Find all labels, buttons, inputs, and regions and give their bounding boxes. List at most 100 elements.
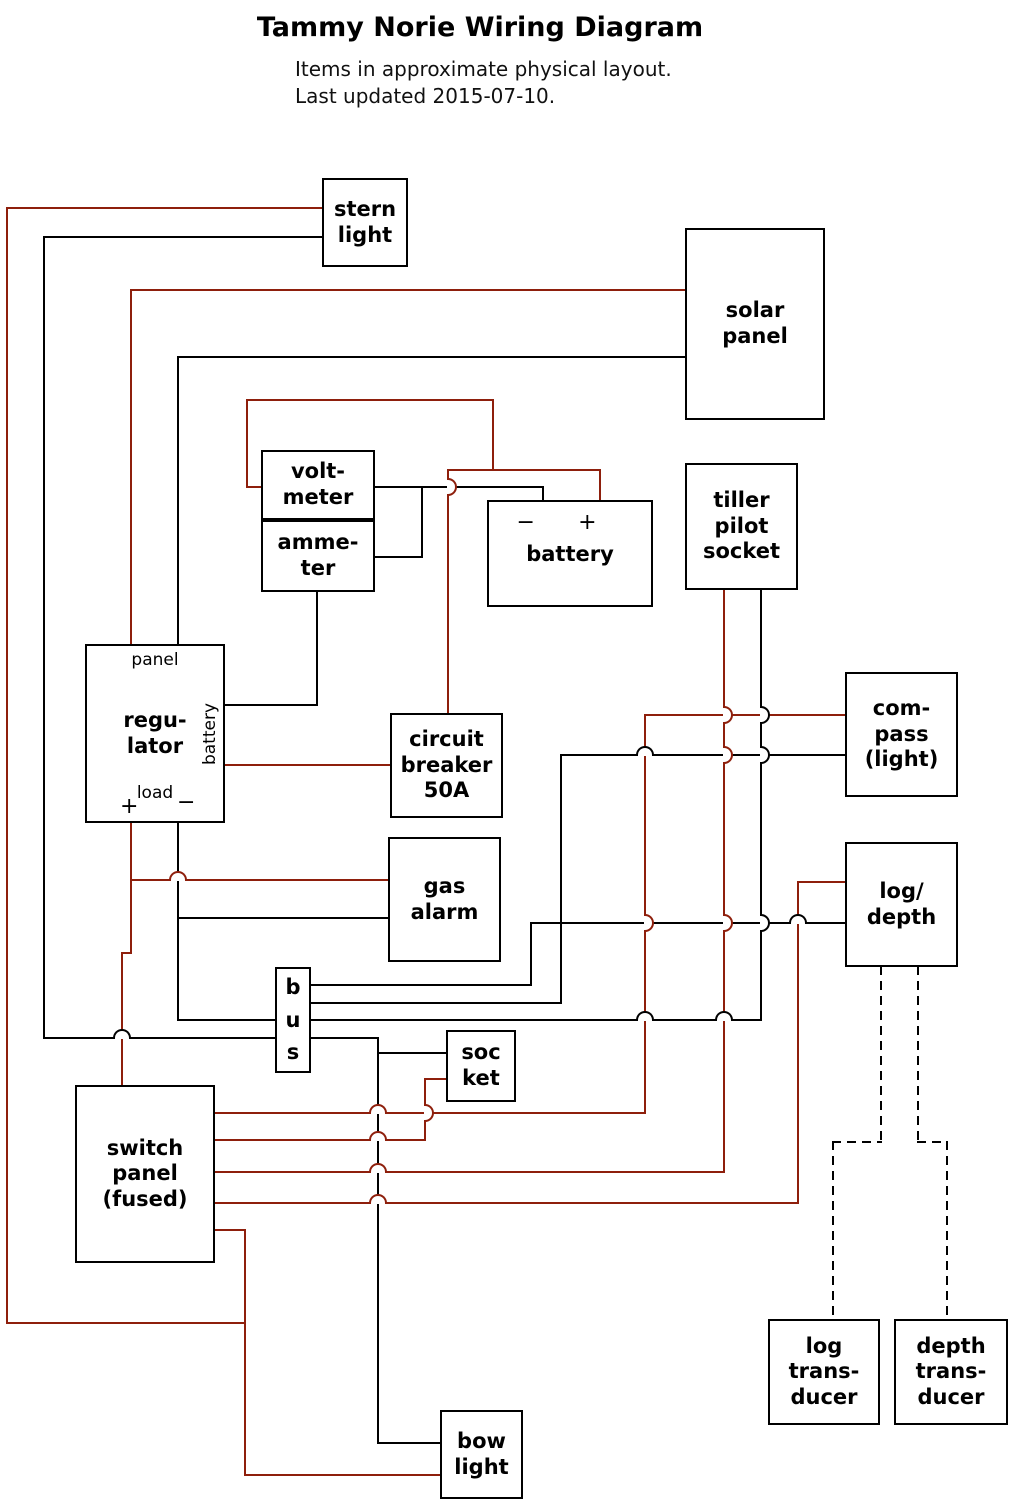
box-switch-panel: switch panel (fused)	[75, 1085, 215, 1263]
regulator-load-terminal-label: load	[136, 783, 174, 803]
wire-depth-transducer-cable	[917, 1141, 948, 1143]
wire-log-transducer-cable	[880, 966, 882, 1143]
battery-plus-terminal: +	[578, 510, 597, 535]
wire-tiller-positive	[214, 1171, 725, 1173]
wire-compass-negative-to-bus	[560, 754, 846, 756]
wire-hop	[636, 746, 654, 756]
wire-socket-negative-to-bus	[310, 1037, 379, 1039]
regulator-battery-terminal-label: battery	[200, 702, 220, 765]
box-solar-panel: solar panel	[685, 228, 825, 420]
wire-gas-alarm-positive	[130, 879, 389, 881]
wire-hop	[636, 1011, 654, 1021]
wire-solar-panel-negative	[177, 356, 686, 358]
wire-hop	[169, 871, 187, 881]
wire-hop	[644, 914, 654, 932]
wire-gas-alarm-negative	[177, 917, 389, 919]
box-log-depth: log/ depth	[845, 842, 958, 967]
wire-hop	[760, 706, 770, 724]
regulator-load-plus: +	[120, 794, 139, 819]
box-battery: battery − +	[487, 500, 653, 607]
wire-load-positive-to-switch-panel	[121, 952, 132, 954]
regulator-label: regu- lator	[123, 707, 187, 758]
wire-depth-transducer-cable	[917, 966, 919, 1143]
box-socket: soc ket	[446, 1030, 516, 1102]
wire-solar-panel-positive	[130, 289, 686, 291]
wire-compass-positive	[644, 714, 846, 716]
box-regulator: regu- lator panel battery load+ −	[85, 644, 225, 823]
wire-stern-light-positive	[6, 207, 323, 209]
box-tiller-pilot-socket: tiller pilot socket	[685, 463, 798, 590]
wire-hop	[789, 914, 807, 924]
wire-bow-light-positive	[244, 1474, 441, 1476]
subtitle-line-1: Items in approximate physical layout.	[295, 57, 672, 81]
wire-hop	[369, 1104, 387, 1114]
wire-stern-light-positive	[6, 207, 8, 1324]
wire-solar-panel-negative	[177, 356, 179, 645]
battery-label: battery	[526, 542, 614, 566]
wire-socket-positive	[424, 1078, 447, 1080]
wire-log-depth-positive	[797, 881, 799, 1204]
box-bus: b u s	[275, 967, 311, 1073]
wire-voltmeter-positive	[246, 399, 248, 488]
wire-voltmeter-positive	[246, 486, 262, 488]
wire-hop	[723, 914, 733, 932]
wire-log-depth-negative-to-bus	[530, 922, 532, 986]
box-depth-transducer: depth trans- ducer	[894, 1319, 1008, 1425]
subtitle-line-2: Last updated 2015-07-10.	[295, 84, 556, 108]
page-subtitle: Items in approximate physical layout. La…	[295, 56, 672, 110]
wire-log-depth-negative-to-bus	[530, 922, 846, 924]
wire-battery-positive-to-breaker	[447, 469, 449, 714]
wire-log-transducer-cable	[832, 1141, 834, 1320]
box-circuit-breaker: circuit breaker 50A	[390, 713, 503, 818]
wire-hop	[760, 914, 770, 932]
wire-hop	[723, 746, 733, 764]
battery-minus-terminal: −	[516, 510, 535, 535]
circuit-breaker-label: circuit breaker 50A	[400, 727, 493, 803]
box-compass: com- pass (light)	[845, 672, 958, 797]
wire-stern-light-negative	[43, 236, 323, 238]
wire-hop	[424, 1104, 434, 1122]
wire-tiller-positive	[723, 589, 725, 1173]
box-bow-light: bow light	[440, 1410, 523, 1499]
wire-hop	[760, 746, 770, 764]
regulator-panel-terminal-label: panel	[131, 650, 179, 670]
solar-panel-label: solar panel	[722, 298, 788, 348]
wire-bow-light-negative	[377, 1052, 379, 1444]
wire-depth-transducer-cable	[946, 1141, 948, 1320]
wire-hop	[447, 478, 457, 496]
wire-compass-negative-to-bus	[560, 754, 562, 1004]
wire-voltmeter-positive	[492, 399, 494, 471]
bow-light-label: bow light	[454, 1428, 509, 1479]
wire-hop	[113, 1029, 131, 1039]
wire-ammeter-link	[374, 556, 423, 558]
switch-panel-label: switch panel (fused)	[102, 1135, 188, 1211]
socket-label: soc ket	[461, 1040, 501, 1090]
wire-log-depth-positive	[797, 881, 846, 883]
log-depth-label: log/ depth	[866, 878, 937, 929]
wire-load-negative-to-bus	[177, 822, 179, 1021]
wire-battery-positive-to-breaker	[447, 469, 601, 471]
wire-log-transducer-cable	[832, 1141, 882, 1143]
wire-bow-light-negative	[377, 1442, 441, 1444]
ammeter-label: amme- ter	[277, 530, 359, 580]
wire-load-positive-to-switch-panel	[130, 822, 132, 954]
bus-label: b u s	[285, 975, 301, 1065]
box-stern-light: stern light	[322, 178, 408, 267]
wire-hop	[715, 1011, 733, 1021]
wire-tiller-negative-to-bus	[310, 1019, 762, 1021]
wire-bow-light-positive	[214, 1229, 246, 1231]
wire-socket-positive	[214, 1139, 426, 1141]
log-transducer-label: log trans- ducer	[788, 1333, 860, 1409]
wire-stern-light-negative	[43, 1037, 276, 1039]
box-voltmeter: volt- meter	[261, 450, 375, 520]
compass-label: com- pass (light)	[864, 696, 939, 772]
box-log-transducer: log trans- ducer	[768, 1319, 880, 1425]
tiller-pilot-socket-label: tiller pilot socket	[702, 488, 781, 564]
box-ammeter: amme- ter	[261, 520, 375, 592]
wire-hop	[369, 1194, 387, 1204]
regulator-load-minus: −	[177, 790, 196, 815]
wire-tiller-negative-to-bus	[760, 589, 762, 1021]
wire-voltmeter-to-battery-negative	[374, 486, 544, 488]
wire-ammeter-link	[421, 486, 423, 558]
